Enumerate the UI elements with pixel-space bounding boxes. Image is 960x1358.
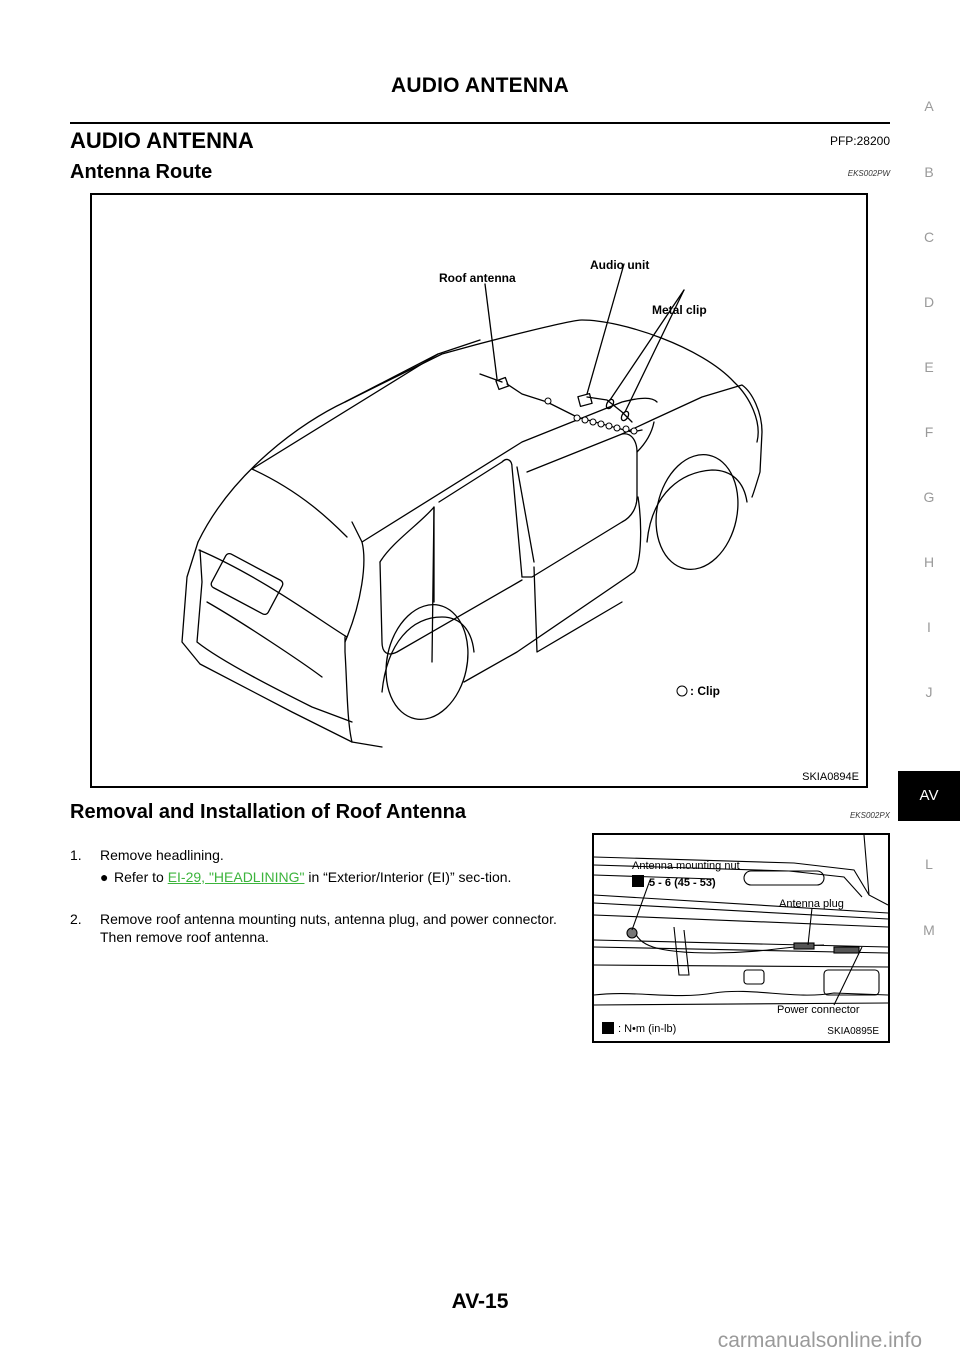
- bullet-reference: ● Refer to EI-29, "HEADLINING" in “Exteri…: [100, 868, 570, 886]
- step-number: 1.: [70, 847, 82, 863]
- header-rule: [70, 122, 890, 124]
- torque-icon: [632, 875, 644, 887]
- figure-id: SKIA0894E: [802, 771, 859, 783]
- label-metal-clip: Metal clip: [652, 303, 707, 317]
- tab-av[interactable]: AV: [898, 771, 960, 821]
- car-diagram: Roof antenna Audio unit Metal clip : Cli…: [181, 258, 859, 783]
- running-header: AUDIO ANTENNA: [391, 74, 569, 97]
- antenna-route-title: Antenna Route: [70, 161, 213, 183]
- tab-h[interactable]: H: [923, 554, 935, 570]
- section-title: AUDIO ANTENNA: [70, 128, 254, 153]
- tab-l[interactable]: L: [925, 856, 933, 872]
- tab-g[interactable]: G: [923, 489, 935, 505]
- headlining-link[interactable]: EI-29, "HEADLINING": [167, 869, 305, 885]
- label-antenna-plug: Antenna plug: [779, 898, 844, 910]
- pfp-code: PFP:28200: [829, 134, 890, 148]
- antenna-route-figure: Roof antenna Audio unit Metal clip : Cli…: [90, 193, 868, 788]
- bullet-icon: ●: [100, 869, 109, 885]
- page-number: AV-15: [451, 1290, 509, 1313]
- step-text: Remove headlining.: [100, 847, 224, 863]
- tab-j[interactable]: J: [925, 684, 933, 700]
- tab-e[interactable]: E: [924, 359, 934, 375]
- label-torque-legend: : N•m (in-lb): [618, 1023, 676, 1035]
- step-text: Remove roof antenna mounting nuts, anten…: [100, 911, 557, 945]
- removal-diagram: Antenna mounting nut 5 - 6 (45 - 53) Ant…: [594, 835, 888, 1037]
- watermark: carmanualsonline.info: [717, 1329, 922, 1352]
- label-clip-legend: : Clip: [690, 684, 720, 698]
- step-number: 2.: [70, 911, 82, 927]
- tab-f[interactable]: F: [924, 424, 934, 440]
- tab-d[interactable]: D: [923, 294, 935, 310]
- tab-a[interactable]: A: [924, 98, 934, 114]
- antenna-removal-figure: Antenna mounting nut 5 - 6 (45 - 53) Ant…: [592, 833, 890, 1043]
- step-1: 1. Remove headlining.: [70, 846, 224, 864]
- torque-legend-icon: [602, 1022, 614, 1034]
- antenna-route-code: EKS002PW: [847, 169, 890, 178]
- removal-title: Removal and Installation of Roof Antenna: [70, 801, 466, 823]
- tab-c[interactable]: C: [923, 229, 935, 245]
- label-torque: 5 - 6 (45 - 53): [649, 877, 716, 889]
- removal-code: EKS002PX: [849, 811, 890, 820]
- clip-legend-icon: [676, 685, 688, 697]
- label-roof-antenna: Roof antenna: [439, 271, 516, 285]
- label-power-connector: Power connector: [777, 1004, 860, 1016]
- tab-b[interactable]: B: [924, 164, 934, 180]
- tab-m[interactable]: M: [923, 922, 935, 938]
- figure-id: SKIA0895E: [827, 1026, 879, 1037]
- tab-i[interactable]: I: [927, 619, 931, 635]
- step-2: 2. Remove roof antenna mounting nuts, ant…: [70, 910, 590, 946]
- label-audio-unit: Audio unit: [590, 258, 649, 272]
- bullet-suffix: in “Exterior/Interior (EI)” sec-tion.: [304, 869, 512, 885]
- label-mounting-nut: Antenna mounting nut: [632, 860, 740, 872]
- bullet-prefix: Refer to: [114, 869, 168, 885]
